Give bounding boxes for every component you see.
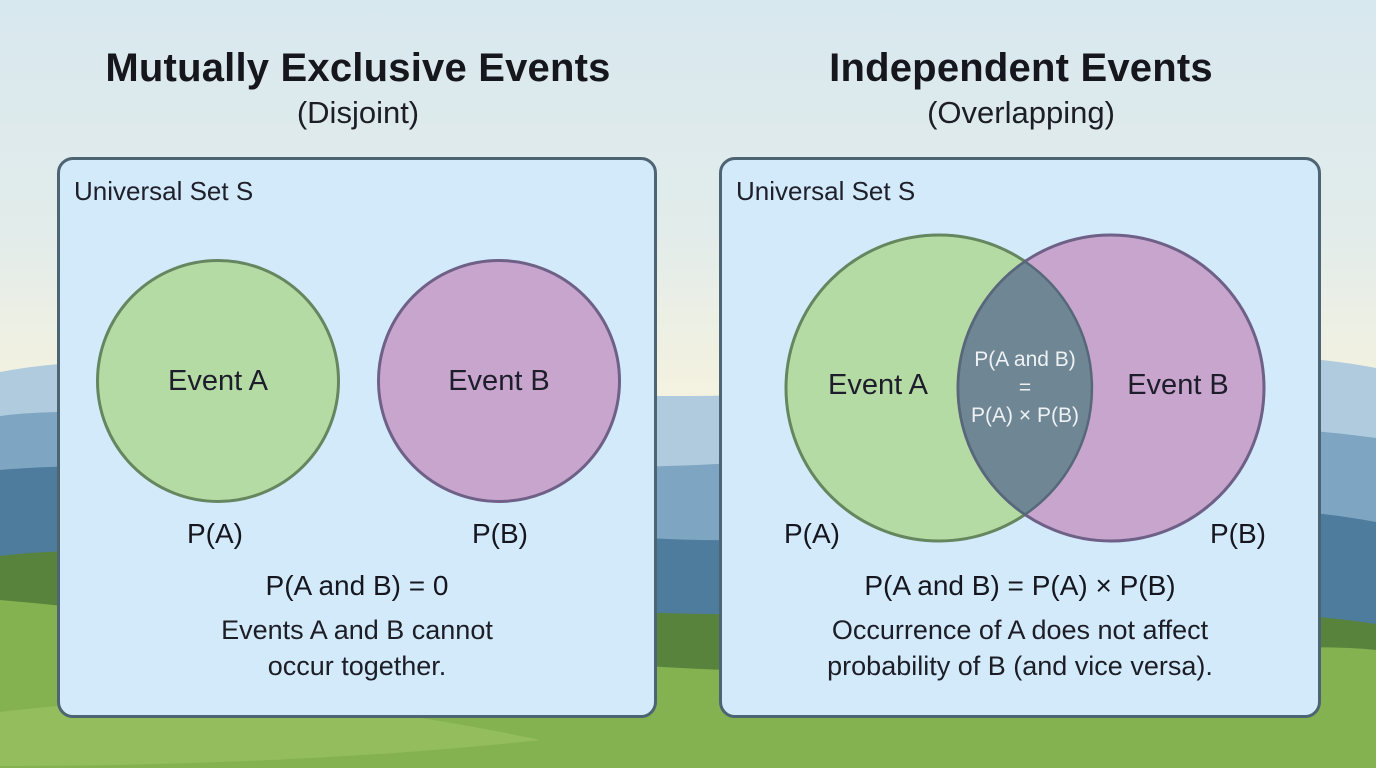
independent-panel: Universal Set S Event A Event B P(A and … xyxy=(719,157,1321,718)
right-formula: P(A and B) = P(A) × P(B) xyxy=(864,570,1176,601)
right-universal-set-label: Universal Set S xyxy=(736,176,916,206)
right-description: Occurrence of A does not affect probabil… xyxy=(722,612,1318,684)
left-event-b-circle: Event B xyxy=(377,259,621,503)
intersection-formula-line2: = xyxy=(1018,376,1032,399)
right-event-b-label: Event B xyxy=(1127,369,1229,401)
right-p-b-label: P(B) xyxy=(1210,518,1266,549)
right-subtitle: (Overlapping) xyxy=(927,95,1115,130)
intersection-formula-line3: P(A) × P(B) xyxy=(971,404,1079,427)
left-universal-set-label: Universal Set S xyxy=(74,176,254,206)
right-event-a-label: Event A xyxy=(828,369,928,401)
left-description: Events A and B cannot occur together. xyxy=(60,612,654,684)
mutually-exclusive-panel: Universal Set S Event A Event B P(A) P(B… xyxy=(57,157,657,718)
overlapping-venn-diagram xyxy=(784,233,1266,543)
left-description-line2: occur together. xyxy=(267,651,447,681)
left-event-a-circle: Event A xyxy=(96,259,340,503)
right-p-a-label: P(A) xyxy=(784,518,840,549)
left-p-a-label: P(A) xyxy=(187,518,243,549)
left-p-b-label: P(B) xyxy=(472,518,528,549)
intersection-lens xyxy=(956,259,1094,517)
left-event-b-label: Event B xyxy=(448,364,550,397)
left-description-line1: Events A and B cannot xyxy=(221,615,493,645)
intersection-formula-line1: P(A and B) xyxy=(974,348,1076,371)
intersection-formula: P(A and B) = P(A) × P(B) xyxy=(935,346,1115,430)
left-title-block: Mutually Exclusive Events (Disjoint) xyxy=(58,44,658,134)
right-title: Independent Events xyxy=(829,46,1213,90)
left-event-a-label: Event A xyxy=(168,364,268,397)
left-title: Mutually Exclusive Events xyxy=(105,46,611,90)
left-formula: P(A and B) = 0 xyxy=(265,570,449,601)
right-description-line1: Occurrence of A does not affect xyxy=(831,615,1209,645)
right-title-block: Independent Events (Overlapping) xyxy=(720,44,1322,134)
left-subtitle: (Disjoint) xyxy=(296,95,420,130)
right-description-line2: probability of B (and vice versa). xyxy=(827,651,1213,681)
